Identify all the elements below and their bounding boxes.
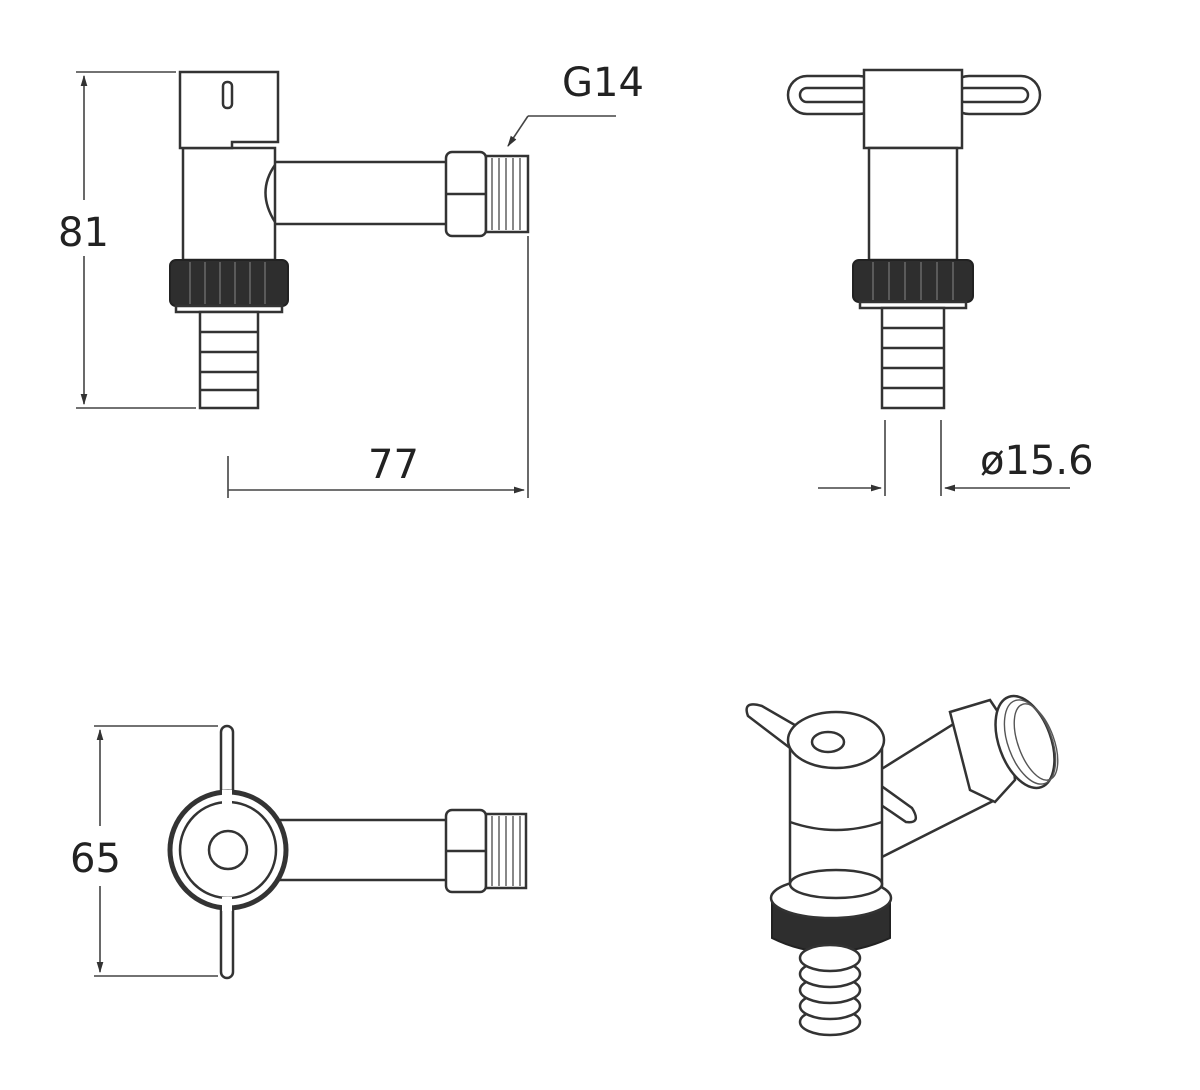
front-thread xyxy=(484,154,530,234)
side-view: ø15.6 xyxy=(786,68,1094,496)
iso-handle-left xyxy=(745,703,802,750)
side-cap xyxy=(862,68,964,150)
isometric-view xyxy=(745,694,1059,1037)
front-cap xyxy=(178,70,280,150)
top-pipe xyxy=(278,818,450,882)
side-knurled-nut xyxy=(852,259,974,303)
front-knurled-nut xyxy=(169,259,289,307)
top-center-hole xyxy=(207,829,249,871)
front-view: 81 77 G14 xyxy=(58,60,644,498)
top-view: 65 xyxy=(70,724,528,980)
iso-cap-hole xyxy=(810,730,846,754)
side-hose-barb xyxy=(880,306,946,410)
length-dimension-label: 77 xyxy=(368,442,419,488)
height-dimension-label: 81 xyxy=(58,210,109,256)
diameter-dimension-label: ø15.6 xyxy=(980,438,1094,484)
thread-callout-label: G14 xyxy=(562,60,644,106)
handle-width-dimension-label: 65 xyxy=(70,836,121,882)
front-body xyxy=(181,146,277,262)
front-hose-barb xyxy=(198,310,260,410)
front-pipe xyxy=(266,160,450,226)
iso-hose-barb xyxy=(798,943,862,1037)
side-body xyxy=(867,146,959,262)
